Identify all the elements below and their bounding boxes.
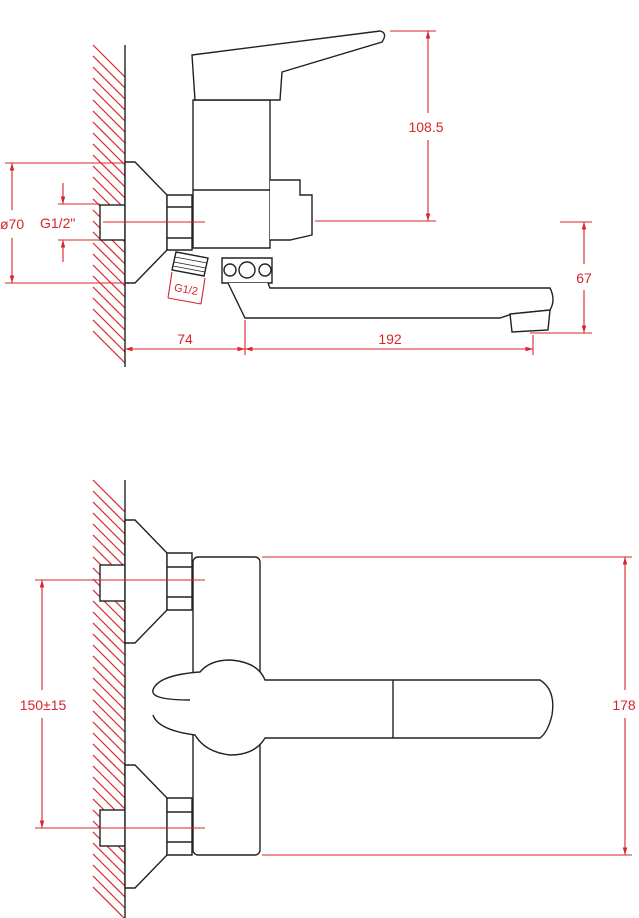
hatch-line <box>92 776 126 810</box>
svg-text:ø70: ø70 <box>0 216 24 232</box>
hatch-line <box>92 132 126 166</box>
outlet-thread <box>171 251 209 277</box>
dim-74-192: 74 192 <box>124 320 534 355</box>
spout-ring <box>221 257 273 284</box>
svg-text:G1/2": G1/2" <box>40 215 75 231</box>
hatch-line <box>92 490 126 524</box>
aerator <box>509 309 551 333</box>
hatch-line <box>92 600 126 634</box>
top-view: 150±15 178 <box>20 479 636 918</box>
hatch-line <box>92 699 126 733</box>
hatch-line <box>92 231 126 265</box>
hatch-line <box>92 253 126 287</box>
dim-outlet-thread: G1/2 <box>167 271 206 305</box>
dim-150: 150±15 <box>20 579 205 829</box>
handle-lever <box>191 30 386 101</box>
hatch-line <box>92 176 126 210</box>
spout <box>227 282 554 319</box>
hatch-line <box>92 99 126 133</box>
hatch-line <box>92 121 126 155</box>
hatch-line <box>92 330 126 364</box>
svg-text:192: 192 <box>378 331 402 347</box>
hatch-line <box>92 831 126 865</box>
dim-inlet-thread: G1/2" <box>40 183 205 262</box>
hatch-line <box>92 143 126 177</box>
svg-text:67: 67 <box>576 270 592 286</box>
hatch-line <box>92 55 126 89</box>
hatch-line <box>92 308 126 342</box>
hatch-line <box>92 501 126 535</box>
hatch-line <box>92 721 126 755</box>
hatch-line <box>92 523 126 557</box>
side-view: 108.5 67 ø70 G1/2" G1/2 <box>0 30 592 367</box>
hatch-line <box>92 512 126 546</box>
hatch-line <box>92 66 126 100</box>
hatch-line <box>92 633 126 667</box>
diverter-lever <box>270 179 313 241</box>
hatch-line <box>92 165 126 199</box>
dim-flange-diameter: ø70 <box>0 162 125 284</box>
wall-hatch-bottom <box>92 479 126 918</box>
hatch-line <box>92 264 126 298</box>
hatch-line <box>92 644 126 678</box>
hatch-line <box>92 886 125 918</box>
hatch-line <box>92 611 126 645</box>
hatch-line <box>92 732 126 766</box>
dim-108-5: 108.5 <box>315 30 444 222</box>
hatch-line <box>92 688 126 722</box>
hatch-line <box>92 154 126 188</box>
hatch-line <box>92 242 126 276</box>
hatch-line <box>92 743 126 777</box>
hatch-line <box>92 864 126 898</box>
svg-text:178: 178 <box>612 697 636 713</box>
hatch-line <box>92 275 126 309</box>
lower-inlet <box>99 764 193 889</box>
mixer-body <box>192 99 271 249</box>
hatch-line <box>92 655 126 689</box>
hatch-line <box>92 88 126 122</box>
dim-67: 67 <box>530 221 592 334</box>
hatch-line <box>92 842 126 876</box>
hatch-line <box>92 286 126 320</box>
hatch-line <box>92 622 126 656</box>
hatch-line <box>92 765 126 799</box>
hatch-line <box>92 77 126 111</box>
hatch-line <box>92 754 126 788</box>
hatch-line <box>92 875 126 909</box>
hatch-line <box>92 589 126 623</box>
hatch-line <box>92 110 126 144</box>
handle-top <box>152 659 554 756</box>
svg-text:74: 74 <box>177 331 193 347</box>
hatch-line <box>92 297 126 331</box>
hatch-line <box>92 666 126 700</box>
hatch-line <box>92 44 126 78</box>
upper-inlet <box>99 519 193 644</box>
svg-text:108.5: 108.5 <box>408 119 443 135</box>
svg-text:150±15: 150±15 <box>20 697 67 713</box>
svg-text:G1/2: G1/2 <box>173 282 199 298</box>
hatch-line <box>92 853 126 887</box>
dim-178: 178 <box>262 556 636 856</box>
hatch-line <box>92 710 126 744</box>
hatch-line <box>92 479 126 513</box>
hatch-line <box>92 677 126 711</box>
hatch-line <box>92 534 126 568</box>
hatch-line <box>92 319 126 353</box>
